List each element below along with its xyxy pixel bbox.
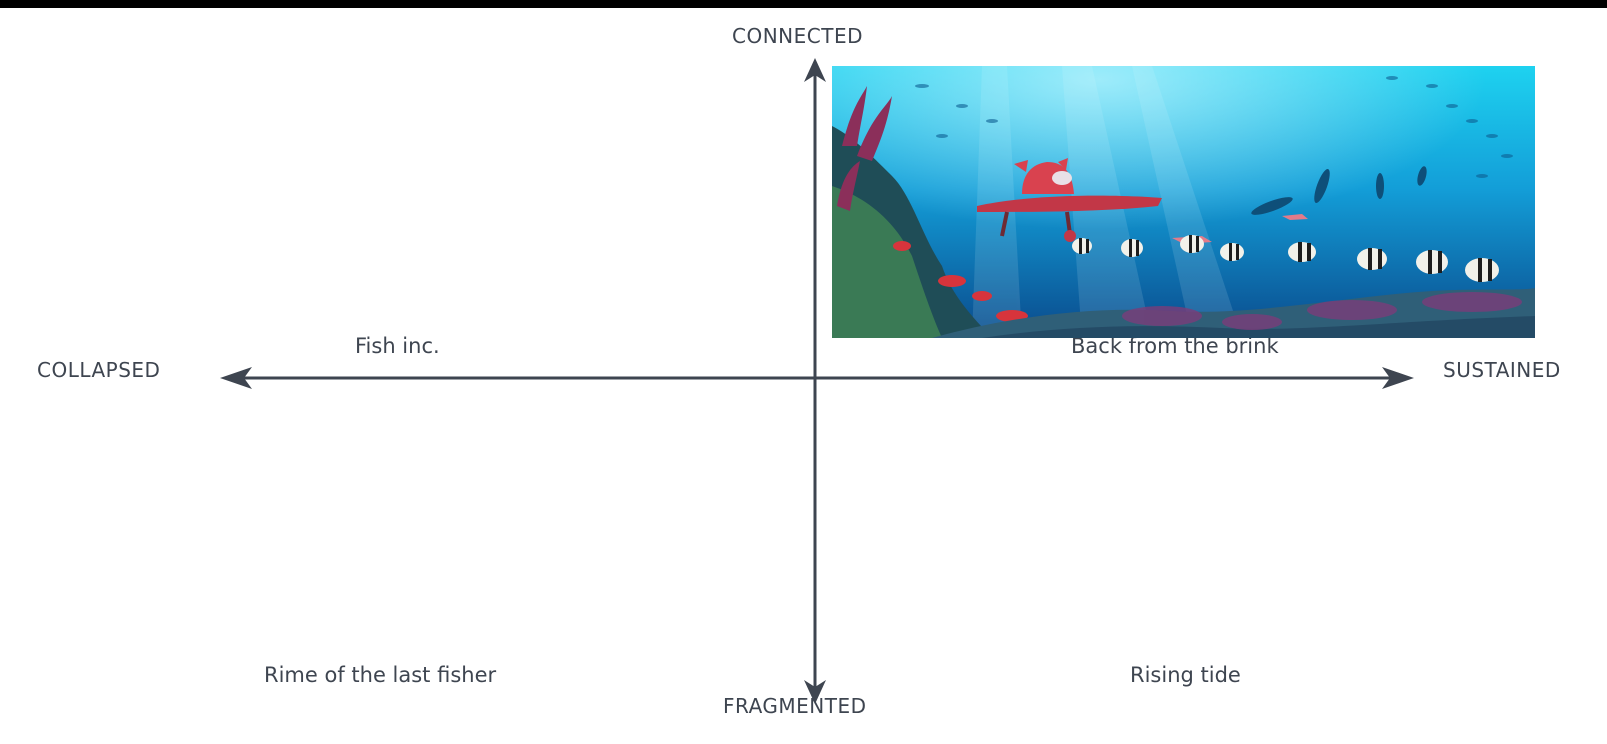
fish-school: [1072, 235, 1499, 282]
arrow-up-icon: [804, 58, 826, 82]
submarine-icon: [977, 158, 1162, 242]
axis-label-bottom: FRAGMENTED: [723, 694, 867, 718]
arrow-left-icon: [220, 367, 252, 389]
axis-label-left: COLLAPSED: [37, 358, 161, 382]
axis-label-top: CONNECTED: [732, 24, 863, 48]
scenario-top-right: Back from the brink: [1071, 334, 1279, 358]
scenario-top-left: Fish inc.: [355, 334, 440, 358]
diagram-canvas: CONNECTED FRAGMENTED COLLAPSED SUSTAINED…: [0, 8, 1607, 744]
arrow-down-icon: [804, 680, 826, 704]
arrow-right-icon: [1382, 367, 1414, 389]
scenario-bottom-right: Rising tide: [1130, 663, 1241, 687]
scenario-bottom-left: Rime of the last fisher: [264, 663, 497, 687]
axis-label-right: SUSTAINED: [1443, 358, 1561, 382]
underwater-illustration: [832, 66, 1535, 338]
axes: [220, 58, 1414, 704]
reef-scene-image: [832, 66, 1535, 338]
